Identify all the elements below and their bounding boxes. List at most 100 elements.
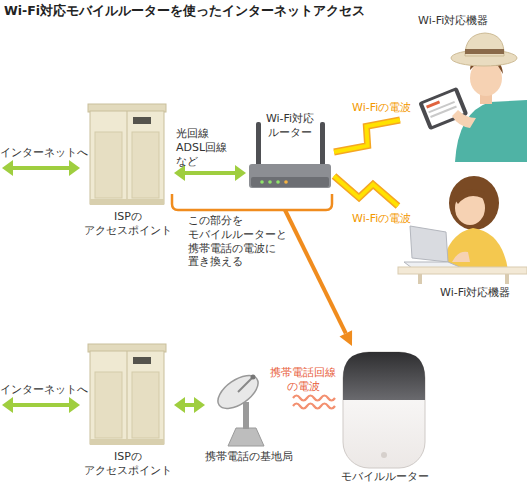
cabinet-panel (132, 372, 159, 438)
internet-arrow (2, 160, 80, 176)
hair (449, 176, 499, 230)
arrow-shaft (10, 166, 72, 170)
note-label: この部分を モバイルルーターと 携帯電話の電波に 置き換える (188, 214, 294, 269)
lightning-bolt (334, 120, 400, 152)
device-node: 携帯電話の基地局 (205, 370, 293, 464)
cabinet-panel (95, 372, 122, 438)
laptop-user (398, 176, 527, 284)
tablet-screen (423, 91, 464, 126)
device-node: Wi-Fi対応機器 (398, 168, 527, 304)
replace-arrow-head (340, 330, 353, 346)
mobile-router (343, 352, 425, 468)
connector-label: Wi-Fiの電波 (352, 101, 432, 115)
router-front (251, 177, 329, 187)
cabinet-panel (95, 132, 122, 198)
hand (452, 252, 470, 262)
cabinet-base (90, 439, 164, 445)
connector (293, 396, 335, 409)
radio-wave (293, 396, 335, 401)
note-label: インターネットへ (0, 146, 100, 160)
device-node: ISPの アクセスポイント (82, 104, 174, 238)
radio-wave (293, 404, 335, 409)
station-pole (243, 402, 249, 429)
connector (334, 120, 400, 152)
arrow-head (69, 397, 80, 413)
table-leg (505, 274, 509, 284)
device-node: ISPの アクセスポイント (82, 344, 174, 478)
router-led (260, 180, 264, 184)
lightning-outline (334, 176, 398, 206)
connector-label: 光回線 ADSL回線 など (176, 127, 234, 168)
hat-brim (451, 50, 517, 66)
node-label: Wi-Fi対応機器 (440, 286, 526, 300)
face (455, 191, 485, 225)
neck (480, 88, 492, 104)
shirt (455, 100, 527, 162)
cabinet-top (88, 104, 166, 112)
node-label: ISPの アクセスポイント (82, 210, 174, 238)
base-station (212, 369, 264, 446)
connector (334, 176, 398, 206)
fringe (455, 189, 485, 204)
internet-arrow (2, 397, 80, 413)
replace-arrow (285, 210, 346, 333)
arrow-head (69, 160, 80, 176)
device-node: Wi-Fi対応機器 (400, 14, 527, 164)
router-antenna (256, 122, 261, 168)
tablet-frame (418, 87, 468, 131)
connector-line (183, 403, 196, 407)
cabinet-body (90, 111, 164, 204)
bracket (172, 194, 332, 210)
arrow-shaft (10, 403, 72, 407)
hat-band (465, 49, 504, 54)
dish (212, 369, 263, 415)
arrow-head (174, 397, 185, 413)
tablet (418, 87, 468, 131)
tablet-user (418, 33, 527, 162)
lightning-outline (334, 120, 400, 152)
cabinet-panel (132, 132, 159, 198)
laptop-screen (410, 226, 448, 262)
arrow-head (2, 397, 13, 413)
device-button (381, 452, 387, 458)
lightning-bolt (334, 176, 398, 206)
node-label: Wi-Fi対応 ルーター (261, 112, 319, 140)
node-label: ISPの アクセスポイント (82, 450, 174, 478)
hand (452, 110, 476, 128)
node-label: モバイルルーター (335, 470, 435, 484)
arrow-head (235, 165, 246, 181)
device-body (343, 352, 425, 468)
connector-label: Wi-Fiの電波 (352, 212, 432, 226)
dish-feed-tip (251, 375, 256, 380)
laptop-base (404, 262, 462, 268)
cabinet-base (90, 199, 164, 205)
node-label: Wi-Fi対応機器 (418, 14, 518, 28)
screen-item (426, 101, 440, 109)
station-base (228, 428, 264, 446)
cabinet-screen (133, 117, 151, 124)
device-node: モバイルルーター (335, 348, 435, 484)
face (470, 60, 502, 96)
device-node: Wi-Fi対応 ルーター (246, 112, 334, 192)
cabinet-screen (133, 357, 151, 364)
isp-cabinet (88, 104, 166, 205)
table-leg (418, 274, 422, 284)
cabinet-divider (127, 351, 128, 444)
device-top (343, 352, 425, 400)
node-label: 携帯電話の基地局 (205, 450, 293, 464)
dish-feed (238, 378, 252, 392)
shirt (442, 228, 508, 270)
connector-label: 携帯電話回線 の電波 (266, 366, 340, 394)
cabinet-body (90, 351, 164, 444)
router-antenna (320, 122, 325, 168)
hat-crown (465, 33, 504, 56)
isp-cabinet (88, 344, 166, 445)
hair (470, 58, 503, 74)
connector (174, 397, 205, 413)
cabinet-top (88, 344, 166, 352)
table (398, 267, 527, 274)
router-led (276, 180, 280, 184)
arrow-head (194, 397, 205, 413)
arrow-head (2, 160, 13, 176)
